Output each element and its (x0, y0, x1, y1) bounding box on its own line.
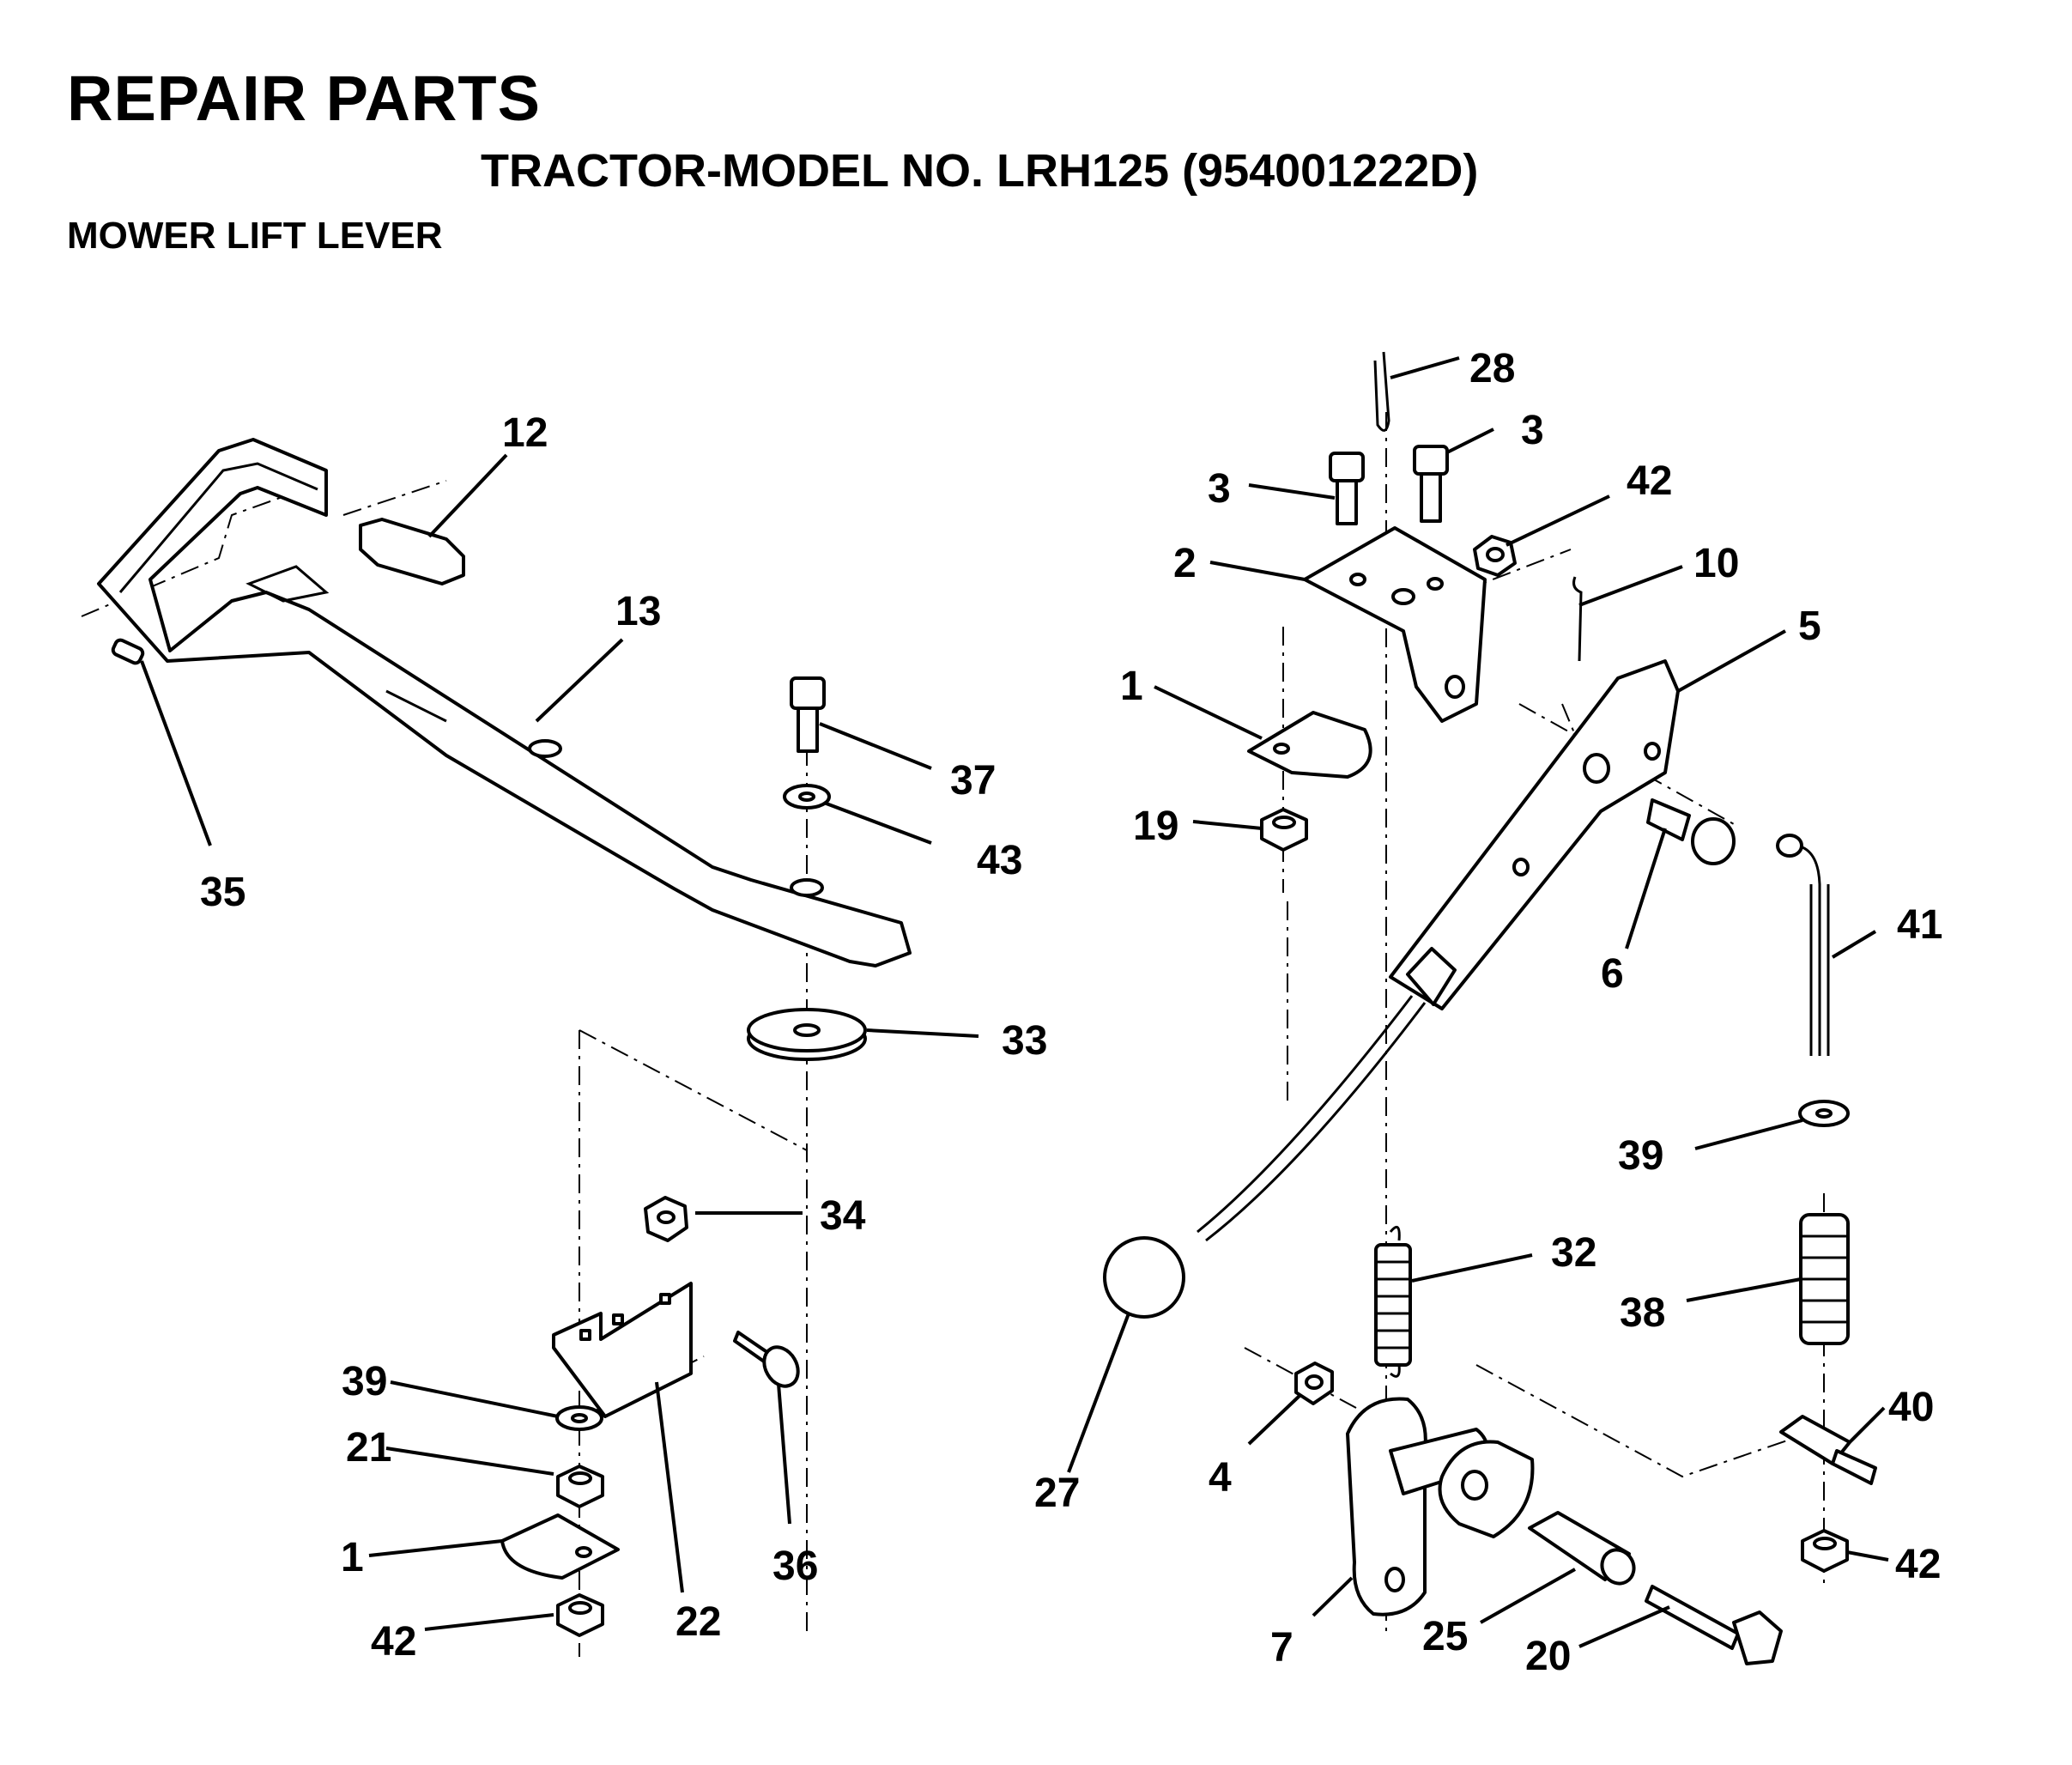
bracket-part-22 (552, 1282, 693, 1418)
model-subtitle: TRACTOR-MODEL NO. LRH125 (954001222D) (481, 145, 1479, 197)
callout-41: 41 (1897, 902, 1942, 948)
callout-7: 7 (1270, 1625, 1293, 1671)
spring-part-38 (1799, 1213, 1850, 1345)
callout-43: 43 (977, 838, 1022, 883)
callout-3-left: 3 (1208, 466, 1231, 512)
spring-part-32 (1374, 1225, 1412, 1378)
callout-42-upper: 42 (1627, 458, 1672, 504)
pin-part-40 (1779, 1415, 1877, 1485)
nut-part-21 (556, 1465, 604, 1508)
callout-1-left: 1 (341, 1535, 364, 1580)
eyebolt-part-41 (1776, 834, 1830, 1056)
callout-36: 36 (772, 1544, 818, 1589)
callout-2: 2 (1173, 541, 1197, 586)
sleeve-part-25 (1528, 1511, 1636, 1586)
knob-part-27 (1103, 1236, 1185, 1319)
lever-arm-part-5 (1389, 659, 1680, 1010)
lever-plate-part-7 (1346, 1397, 1490, 1616)
hand-grip-part-12 (359, 518, 465, 585)
callout-21: 21 (346, 1425, 391, 1471)
callout-12: 12 (502, 410, 548, 456)
nut-part-34 (644, 1196, 688, 1242)
callout-34: 34 (820, 1193, 866, 1239)
callout-40: 40 (1888, 1385, 1934, 1430)
callout-32: 32 (1551, 1230, 1596, 1276)
callout-1-right: 1 (1120, 664, 1143, 709)
pin-part-35 (111, 638, 145, 665)
nut-part-42-lower-left (556, 1593, 604, 1637)
callout-42-lower-right: 42 (1895, 1542, 1941, 1587)
callout-10: 10 (1693, 541, 1739, 586)
callout-33: 33 (1002, 1018, 1047, 1064)
callout-35: 35 (200, 870, 245, 915)
washer-part-39-left (555, 1405, 603, 1431)
callout-19: 19 (1133, 804, 1178, 849)
callout-39-right: 39 (1618, 1133, 1663, 1179)
callout-38: 38 (1620, 1290, 1665, 1336)
washer-part-39-right (1798, 1100, 1850, 1127)
cotter-pin-part-10 (1572, 576, 1583, 662)
nut-part-4 (1294, 1362, 1334, 1405)
callout-22: 22 (676, 1599, 721, 1645)
section-title: MOWER LIFT LEVER (67, 215, 443, 257)
washer-part-43 (783, 784, 831, 810)
carriage-bolt-part-36 (733, 1331, 800, 1388)
callout-20: 20 (1525, 1634, 1571, 1679)
callout-labels: 12 13 35 37 43 33 34 39 21 1 42 22 36 28… (200, 346, 1942, 1679)
callout-6: 6 (1601, 951, 1624, 997)
clip-part-1-left (500, 1513, 620, 1580)
callout-28: 28 (1469, 346, 1515, 391)
page-title: REPAIR PARTS (67, 63, 541, 134)
callout-42-lower-left: 42 (371, 1619, 416, 1665)
large-washer-part-33 (747, 1008, 867, 1061)
callout-25: 25 (1422, 1614, 1468, 1659)
callout-5: 5 (1798, 603, 1821, 649)
lift-lever-handle-part-13 (97, 438, 912, 967)
bolt-part-3-left (1329, 452, 1365, 525)
nut-part-19 (1260, 808, 1308, 852)
callout-27: 27 (1034, 1471, 1080, 1516)
callout-3-right: 3 (1521, 408, 1544, 453)
bolt-part-3-right (1413, 445, 1449, 523)
bolt-part-37 (790, 676, 826, 753)
bracket-part-2 (1303, 526, 1487, 723)
pivot-hub (1438, 1440, 1535, 1538)
callout-13: 13 (615, 589, 661, 634)
callout-leader-lines (140, 356, 1889, 1648)
nut-part-42-upper (1473, 535, 1517, 577)
cotter-pin-part-28 (1373, 351, 1390, 432)
callout-39-left: 39 (342, 1359, 387, 1404)
clip-part-1-right (1247, 711, 1372, 779)
lever-rod-part-5 (1197, 995, 1427, 1242)
callout-37: 37 (950, 758, 996, 804)
bolt-part-6 (1646, 798, 1736, 865)
bolt-part-20 (1645, 1585, 1783, 1665)
nut-part-42-lower-right (1801, 1529, 1849, 1573)
callout-4: 4 (1209, 1455, 1232, 1501)
